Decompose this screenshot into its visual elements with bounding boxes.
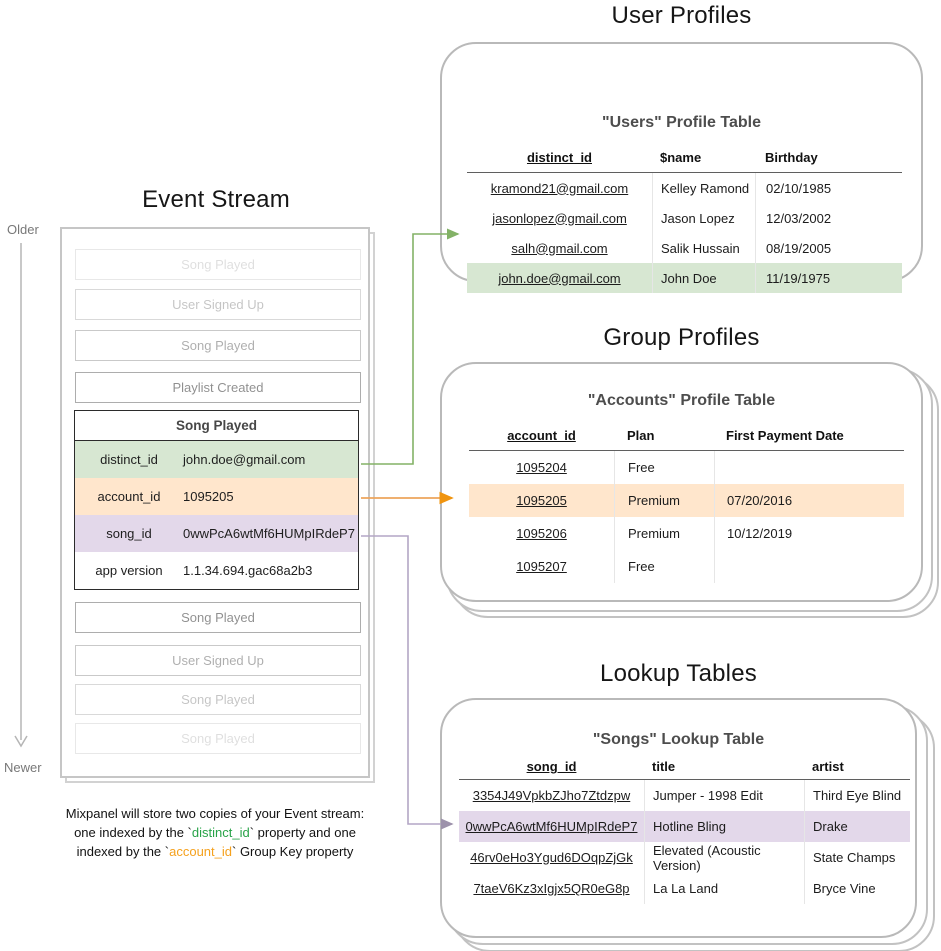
caption-line-1: Mixpanel will store two copies of your E…: [65, 806, 365, 821]
event-row: User Signed Up: [75, 289, 361, 320]
user-profiles-title: User Profiles: [611, 2, 752, 29]
timeline-arrow: [14, 243, 28, 748]
event-property-account-id: account_id 1095205: [75, 478, 358, 515]
column-header: artist: [812, 759, 844, 774]
table-row: 1095207 Free: [469, 550, 904, 583]
property-key: app version: [95, 563, 163, 578]
event-row: Song Played: [75, 330, 361, 361]
table-row-highlighted: 0wwPcA6wtMf6HUMpIRdeP7 Hotline Bling Dra…: [459, 811, 910, 842]
column-header: $name: [660, 150, 702, 165]
event-row: Song Played: [75, 723, 361, 754]
column-header: song_id: [526, 759, 577, 774]
table-row: 3354J49VpkbZJho7Ztdzpw Jumper - 1998 Edi…: [459, 780, 910, 811]
event-row: User Signed Up: [75, 645, 361, 676]
group-profiles-title: Group Profiles: [603, 324, 760, 351]
event-stream-panel: Song Played User Signed Up Song Played P…: [60, 227, 370, 778]
table-row: 1095206 Premium 10/12/2019: [469, 517, 904, 550]
table-row: salh@gmail.com Salik Hussain 08/19/2005: [467, 233, 902, 263]
table-row-highlighted: 1095205 Premium 07/20/2016: [469, 484, 904, 517]
timeline-newer-label: Newer: [4, 760, 42, 775]
event-row: Song Played: [75, 602, 361, 633]
users-card: "Users" Profile Table distinct_id $name …: [440, 42, 923, 293]
property-key: account_id: [97, 489, 161, 504]
songs-table-header: song_id title artist: [459, 754, 910, 780]
event-property-song-id: song_id 0wwPcA6wtMf6HUMpIRdeP7: [75, 515, 358, 552]
column-header: distinct_id: [526, 150, 592, 165]
table-row: kramond21@gmail.com Kelley Ramond 02/10/…: [467, 173, 902, 203]
event-stream-title: Event Stream: [142, 186, 290, 213]
column-header: Birthday: [765, 150, 818, 165]
caption-account-id: account_id: [169, 844, 232, 859]
property-value: 1095205: [183, 489, 234, 504]
table-row: 1095204 Free: [469, 451, 904, 484]
column-header: account_id: [507, 427, 576, 443]
accounts-card: "Accounts" Profile Table account_id Plan…: [440, 362, 923, 602]
property-value: 1.1.34.694.gac68a2b3: [183, 563, 313, 578]
table-row: 46rv0eHo3Ygud6DOqpZjGk Elevated (Acousti…: [459, 842, 910, 873]
property-key: song_id: [106, 526, 152, 541]
songs-table-title: "Songs" Lookup Table: [592, 731, 765, 748]
users-table-header: distinct_id $name Birthday: [467, 143, 902, 173]
accounts-table: account_id Plan First Payment Date 10952…: [469, 420, 904, 583]
column-header: Plan: [627, 427, 655, 443]
event-row: Song Played: [75, 249, 361, 280]
accounts-table-header: account_id Plan First Payment Date: [469, 420, 904, 451]
caption-line-3: indexed by the `account_id` Group Key pr…: [76, 844, 354, 859]
event-row: Song Played: [75, 684, 361, 715]
event-property-distinct-id: distinct_id john.doe@gmail.com: [75, 441, 358, 478]
users-table-title: "Users" Profile Table: [602, 114, 761, 131]
property-value: 0wwPcA6wtMf6HUMpIRdeP7: [183, 526, 355, 541]
caption-distinct-id: distinct_id: [191, 825, 250, 840]
event-row: Playlist Created: [75, 372, 361, 403]
accounts-table-title: "Accounts" Profile Table: [587, 392, 776, 409]
focused-event-card: Song Played distinct_id john.doe@gmail.c…: [74, 410, 359, 590]
property-key: distinct_id: [100, 452, 158, 467]
songs-card: "Songs" Lookup Table song_id title artis…: [440, 698, 917, 938]
songs-table: song_id title artist 3354J49VpkbZJho7Ztd…: [459, 754, 910, 904]
table-row: 7taeV6Kz3xIgjx5QR0eG8p La La Land Bryce …: [459, 873, 910, 904]
lookup-tables-title: Lookup Tables: [600, 660, 757, 687]
focused-event-title: Song Played: [75, 411, 358, 441]
table-row: jasonlopez@gmail.com Jason Lopez 12/03/2…: [467, 203, 902, 233]
property-value: john.doe@gmail.com: [183, 452, 306, 467]
users-table: distinct_id $name Birthday kramond21@gma…: [467, 143, 902, 293]
column-header: First Payment Date: [726, 427, 844, 443]
event-property-app-version: app version 1.1.34.694.gac68a2b3: [75, 552, 358, 589]
timeline-older-label: Older: [7, 222, 39, 237]
table-row-highlighted: john.doe@gmail.com John Doe 11/19/1975: [467, 263, 902, 293]
caption-line-2: one indexed by the `distinct_id` propert…: [74, 825, 356, 840]
column-header: title: [652, 759, 676, 774]
caption: Mixpanel will store two copies of your E…: [25, 804, 405, 861]
